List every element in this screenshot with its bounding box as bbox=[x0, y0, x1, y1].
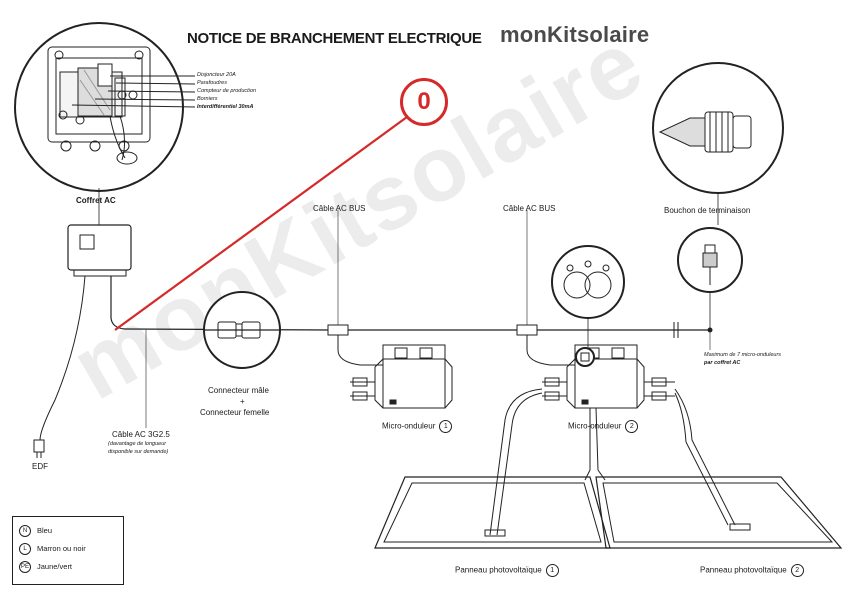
legend-row-pe: PE Jaune/vert bbox=[19, 561, 72, 573]
cable-bus-label-1: Câble AC BUS bbox=[313, 204, 366, 213]
cable-bus-label-2: Câble AC BUS bbox=[503, 204, 556, 213]
legend-label-n: Bleu bbox=[37, 525, 53, 535]
connector-male-label: Connecteur mâle bbox=[208, 386, 269, 395]
legend-row-n: N Bleu bbox=[19, 525, 52, 537]
micro-2-text: Micro-onduleur bbox=[568, 421, 622, 431]
max-note-1: Maximum de 7 micro-onduleurs bbox=[704, 352, 782, 358]
connector-plus: + bbox=[240, 397, 245, 406]
page-title: NOTICE DE BRANCHEMENT ELECTRIQUE bbox=[187, 30, 482, 47]
max-note-2: par coffret AC bbox=[704, 360, 741, 366]
micro-onduleur-1-drawing bbox=[337, 344, 453, 409]
edf-label: EDF bbox=[32, 462, 48, 471]
panel-1-number: 1 bbox=[545, 564, 559, 577]
cable-3g-note-1: (davantage de longueur bbox=[108, 441, 167, 447]
legend-box: N Bleu L Marron ou noir PE Jaune/vert bbox=[12, 516, 124, 585]
legend-label-l: Marron ou noir bbox=[37, 543, 86, 553]
legend-label-pe: Jaune/vert bbox=[37, 561, 73, 571]
connector-female-label: Connecteur femelle bbox=[200, 408, 270, 417]
cable-3g-note-2: disponible sur demande) bbox=[108, 449, 169, 455]
coffret-part-interdifferentiel: Interdifférentiel 30mA bbox=[197, 104, 254, 110]
coffret-box bbox=[67, 224, 132, 271]
legend-symbol-n: N bbox=[19, 525, 31, 537]
micro-onduleur-2-drawing bbox=[526, 344, 675, 409]
legend-symbol-pe: PE bbox=[19, 561, 31, 573]
micro-1-text: Micro-onduleur bbox=[382, 421, 436, 431]
coffret-part-borniers: Borniers bbox=[197, 96, 218, 102]
micro-2-number: 2 bbox=[625, 420, 639, 433]
coffret-ac-label: Coffret AC bbox=[76, 196, 116, 205]
coffret-part-parafoudres: Parafoudres bbox=[197, 80, 227, 86]
brand-logo: monKitsolaire bbox=[500, 22, 650, 47]
bouchon-label: Bouchon de terminaison bbox=[664, 206, 751, 215]
red-indicator-line bbox=[114, 116, 408, 331]
panel-2-text: Panneau photovoltaïque bbox=[700, 565, 787, 575]
micro-1-number: 1 bbox=[439, 420, 453, 433]
cable-3g-label: Câble AC 3G2.5 bbox=[112, 430, 170, 439]
coffret-part-disjoncteur: Disjoncteur 20A bbox=[197, 72, 236, 78]
panel-1-text: Panneau photovoltaïque bbox=[455, 565, 542, 575]
panel-2-drawing bbox=[595, 476, 842, 549]
coffret-part-compteur: Compteur de production bbox=[197, 88, 257, 94]
panel-2-number: 2 bbox=[790, 564, 804, 577]
legend-row-l: L Marron ou noir bbox=[19, 543, 86, 555]
legend-symbol-l: L bbox=[19, 543, 31, 555]
bus-coil-zoom-circle bbox=[551, 245, 625, 319]
red-marker-zero: 0 bbox=[400, 78, 448, 126]
